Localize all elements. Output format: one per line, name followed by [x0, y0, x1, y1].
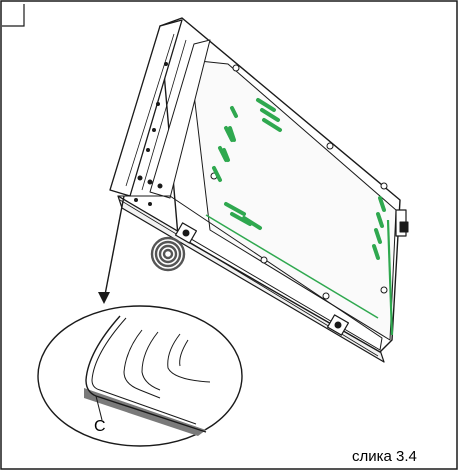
coiled-cable-icon: [150, 236, 186, 272]
detail-leader-arrow: [98, 195, 125, 304]
corner-mark: [2, 4, 25, 27]
callout-label-c: C: [94, 418, 106, 435]
figure-caption: слика 3.4: [352, 448, 417, 465]
appliance-body: [109, 17, 409, 363]
detail-view: [37, 305, 243, 447]
heating-zone-marks: [212, 98, 386, 260]
